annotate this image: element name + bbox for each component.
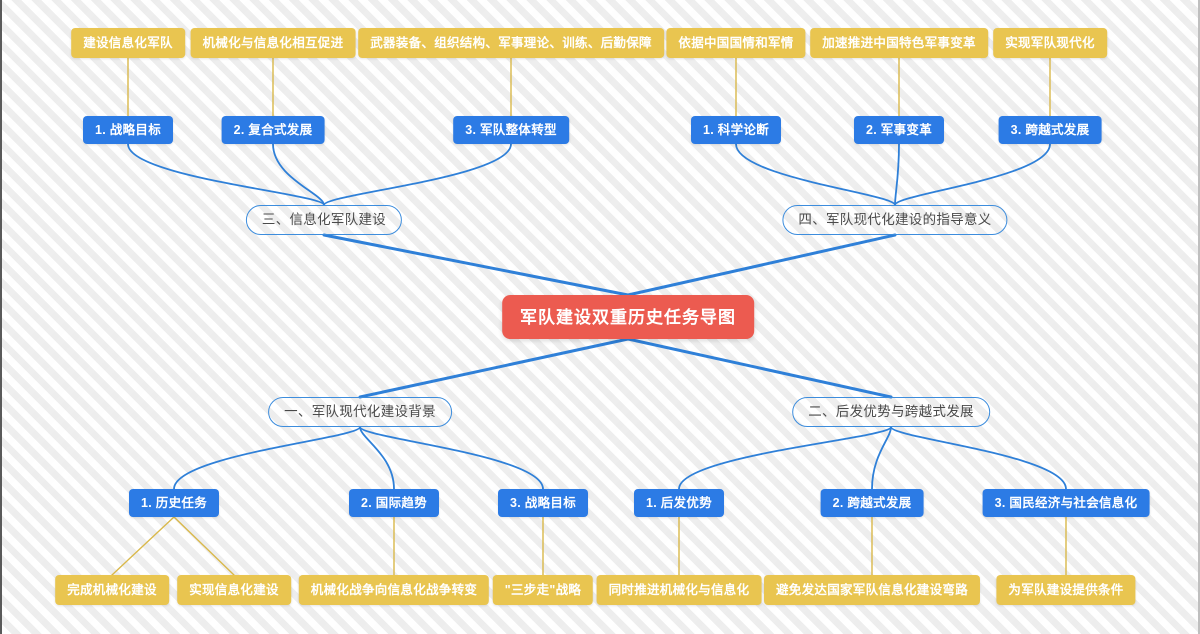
connector-line — [358, 337, 630, 399]
sub-node-branch-2-3[interactable]: 3. 国民经济与社会信息化 — [982, 489, 1150, 517]
connector-line — [127, 143, 325, 206]
connector-line — [626, 233, 897, 297]
sub-node-branch-2-2[interactable]: 2. 跨越式发展 — [820, 489, 924, 517]
branch-node-branch-4[interactable]: 四、军队现代化建设的指导意义 — [782, 205, 1008, 235]
leaf-node-branch-1-1-1[interactable]: 完成机械化建设 — [55, 575, 169, 605]
connector-line — [173, 516, 235, 576]
connector-line — [173, 426, 361, 490]
branch-node-branch-1[interactable]: 一、军队现代化建设背景 — [268, 397, 452, 427]
sub-node-branch-1-1[interactable]: 1. 历史任务 — [129, 489, 219, 517]
leaf-node-branch-1-1-2[interactable]: 实现信息化建设 — [177, 575, 291, 605]
center-node[interactable]: 军队建设双重历史任务导图 — [502, 295, 754, 339]
connector-line — [322, 233, 630, 297]
connector-line — [626, 337, 893, 399]
leaf-node-branch-1-2-1[interactable]: 机械化战争向信息化战争转变 — [298, 575, 490, 605]
sub-node-branch-4-1[interactable]: 1. 科学论断 — [691, 116, 781, 144]
leaf-node-branch-3-1-1[interactable]: 建设信息化军队 — [71, 28, 185, 58]
connector-line — [890, 426, 1067, 490]
connector-line — [894, 143, 900, 206]
connector-line — [111, 516, 175, 576]
sub-node-branch-1-2[interactable]: 2. 国际趋势 — [349, 489, 439, 517]
leaf-node-branch-1-3-1[interactable]: "三步走"战略 — [492, 575, 594, 605]
leaf-node-branch-2-1-1[interactable]: 同时推进机械化与信息化 — [596, 575, 762, 605]
connector-line — [894, 143, 1051, 206]
branch-node-branch-3[interactable]: 三、信息化军队建设 — [245, 205, 403, 235]
connector-line — [272, 143, 325, 206]
leaf-node-branch-4-3-1[interactable]: 实现军队现代化 — [993, 28, 1107, 58]
sub-node-branch-3-3[interactable]: 3. 军队整体转型 — [453, 116, 569, 144]
connector-line — [678, 426, 892, 490]
leaf-node-branch-4-1-1[interactable]: 依据中国国情和军情 — [666, 28, 806, 58]
leaf-node-branch-2-3-1[interactable]: 为军队建设提供条件 — [996, 575, 1136, 605]
leaf-node-branch-4-2-1[interactable]: 加速推进中国特色军事变革 — [810, 28, 988, 58]
sub-node-branch-3-1[interactable]: 1. 战略目标 — [83, 116, 173, 144]
connector-line — [735, 143, 896, 206]
leaf-node-branch-3-2-1[interactable]: 机械化与信息化相互促进 — [190, 28, 356, 58]
sub-node-branch-3-2[interactable]: 2. 复合式发展 — [221, 116, 325, 144]
leaf-node-branch-2-2-1[interactable]: 避免发达国家军队信息化建设弯路 — [763, 575, 981, 605]
sub-node-branch-4-2[interactable]: 2. 军事变革 — [854, 116, 944, 144]
sub-node-branch-2-1[interactable]: 1. 后发优势 — [634, 489, 724, 517]
connector-line — [323, 143, 512, 206]
connector-line — [871, 426, 892, 490]
branch-node-branch-2[interactable]: 二、后发优势与跨越式发展 — [792, 397, 990, 427]
sub-node-branch-1-3[interactable]: 3. 战略目标 — [498, 489, 588, 517]
connector-line — [359, 426, 395, 490]
sub-node-branch-4-3[interactable]: 3. 跨越式发展 — [998, 116, 1102, 144]
leaf-node-branch-3-3-1[interactable]: 武器装备、组织结构、军事理论、训练、后勤保障 — [358, 28, 664, 58]
connector-line — [359, 426, 544, 490]
